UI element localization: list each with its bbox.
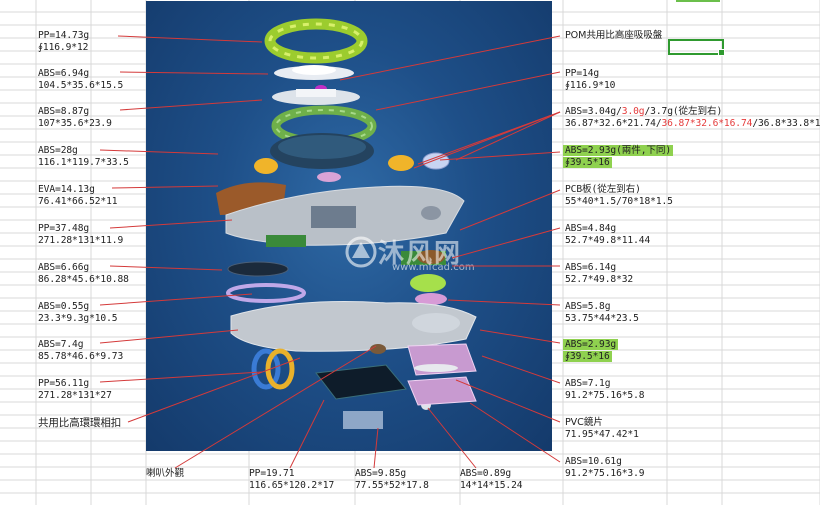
right-label-special-line2: 36.87*32.6*21.74/36.87*32.6*16.74/36.8*3… xyxy=(565,118,820,130)
left-label-7-line1: ABS=6.66g xyxy=(38,262,90,273)
left-label-1-line2: ∮116.9*12 xyxy=(38,42,89,53)
left-label-3-line2: 107*35.6*23.9 xyxy=(38,118,112,129)
left-label-11: 共用比高環環相扣 xyxy=(38,417,122,429)
left-label-8-line1: ABS=0.55g xyxy=(38,301,90,312)
left-label-6-line1: PP=37.48g xyxy=(38,223,90,234)
exploded-parts-drawing xyxy=(216,18,477,429)
selected-cell[interactable] xyxy=(668,39,724,55)
right-label-2-line1: PP=14g xyxy=(565,68,600,79)
left-label-10-line2: 271.28*131*27 xyxy=(38,390,112,401)
highlight-cell: ABS=2.93g(兩件,下同) xyxy=(563,145,674,156)
bottom-label-2-line2: 116.65*120.2*17 xyxy=(249,480,335,491)
right-label-5-line1: ABS=4.84g xyxy=(565,223,617,234)
special-line2-part-c: /36.8*33.8*12 xyxy=(752,118,820,129)
left-label-5-line2: 76.41*66.52*11 xyxy=(38,196,118,207)
exploded-view-render xyxy=(146,1,552,451)
green-bead-ring xyxy=(264,18,368,64)
watermark-logo-icon xyxy=(345,236,377,268)
right-label-2-line2: ∮116.9*10 xyxy=(565,80,616,91)
watermark-url: www.mfcad.com xyxy=(392,262,475,273)
right-label-9-line1: ABS=7.1g xyxy=(565,378,611,389)
bottom-label-1: 喇叭外觀 xyxy=(146,468,184,479)
left-label-9-line2: 85.78*46.6*9.73 xyxy=(38,351,124,362)
special-line2-part-a: 36.87*32.6*21.74/ xyxy=(565,118,662,129)
bottom-label-4-line1: ABS=0.89g xyxy=(460,468,512,479)
right-label-10-line2: 71.95*47.42*1 xyxy=(565,429,639,440)
left-label-4-line2: 116.1*119.7*33.5 xyxy=(38,157,129,168)
right-label-11-line2: 91.2*75.16*3.9 xyxy=(565,468,645,479)
right-label-10-line1: PVC鏡片 xyxy=(565,417,603,428)
left-label-5-line1: EVA=14.13g xyxy=(38,184,95,195)
right-label-4-line1: PCB板(從左到右) xyxy=(565,184,641,195)
right-label-4-line2: 55*40*1.5/70*18*1.5 xyxy=(565,196,673,207)
left-label-3-line1: ABS=8.87g xyxy=(38,106,90,117)
right-label-7-line1: ABS=5.8g xyxy=(565,301,611,312)
right-label-6-line2: 52.7*49.8*32 xyxy=(565,274,634,285)
highlight-cell: ABS=2.93g xyxy=(563,339,619,350)
right-label-6-line1: ABS=6.14g xyxy=(565,262,617,273)
right-label-11-line1: ABS=10.61g xyxy=(565,456,622,467)
special-line2-part-b: 36.87*32.6*16.74 xyxy=(661,118,753,129)
bottom-label-3-line1: ABS=9.85g xyxy=(355,468,407,479)
right-label-9-line2: 91.2*75.16*5.8 xyxy=(565,390,645,401)
bottom-label-4-line2: 14*14*15.24 xyxy=(460,480,523,491)
left-label-8-line2: 23.3*9.3g*10.5 xyxy=(38,313,118,324)
left-label-2-line2: 104.5*35.6*15.5 xyxy=(38,80,124,91)
left-label-4-line1: ABS=28g xyxy=(38,145,78,156)
right-label-3-line1: ABS=2.93g(兩件,下同) xyxy=(563,145,674,157)
right-label-8-line2: ∮39.5*16 xyxy=(563,351,612,363)
highlight-cell: ∮39.5*16 xyxy=(563,351,612,362)
special-line1-part-b: 3.0g xyxy=(621,106,645,117)
bottom-label-3-line2: 77.55*52*17.8 xyxy=(355,480,429,491)
right-label-7-line2: 53.75*44*23.5 xyxy=(565,313,639,324)
right-label-special-line1: ABS=3.04g/3.0g/3.7g(從左到右) xyxy=(565,106,722,118)
special-line1-part-a: ABS=3.04g/ xyxy=(565,106,622,117)
left-label-10-line1: PP=56.11g xyxy=(38,378,90,389)
right-label-1: POM共用比高座吸吸盤 xyxy=(565,30,663,41)
right-label-8-line1: ABS=2.93g xyxy=(563,339,619,351)
left-label-6-line2: 271.28*131*11.9 xyxy=(38,235,124,246)
column-header-highlight xyxy=(676,0,720,2)
highlight-cell: ∮39.5*16 xyxy=(563,157,612,168)
watermark-brand: 沐风网 xyxy=(378,239,463,269)
special-line1-part-c: /3.7g(從左到右) xyxy=(644,106,723,117)
left-label-1-line1: PP=14.73g xyxy=(38,30,90,41)
fill-handle[interactable] xyxy=(718,49,725,56)
left-label-7-line2: 86.28*45.6*10.88 xyxy=(38,274,129,285)
left-label-9-line1: ABS=7.4g xyxy=(38,339,84,350)
right-label-3-line2: ∮39.5*16 xyxy=(563,157,612,169)
left-label-2-line1: ABS=6.94g xyxy=(38,68,90,79)
bottom-label-2-line1: PP=19.71 xyxy=(249,468,295,479)
right-label-5-line2: 52.7*49.8*11.44 xyxy=(565,235,651,246)
